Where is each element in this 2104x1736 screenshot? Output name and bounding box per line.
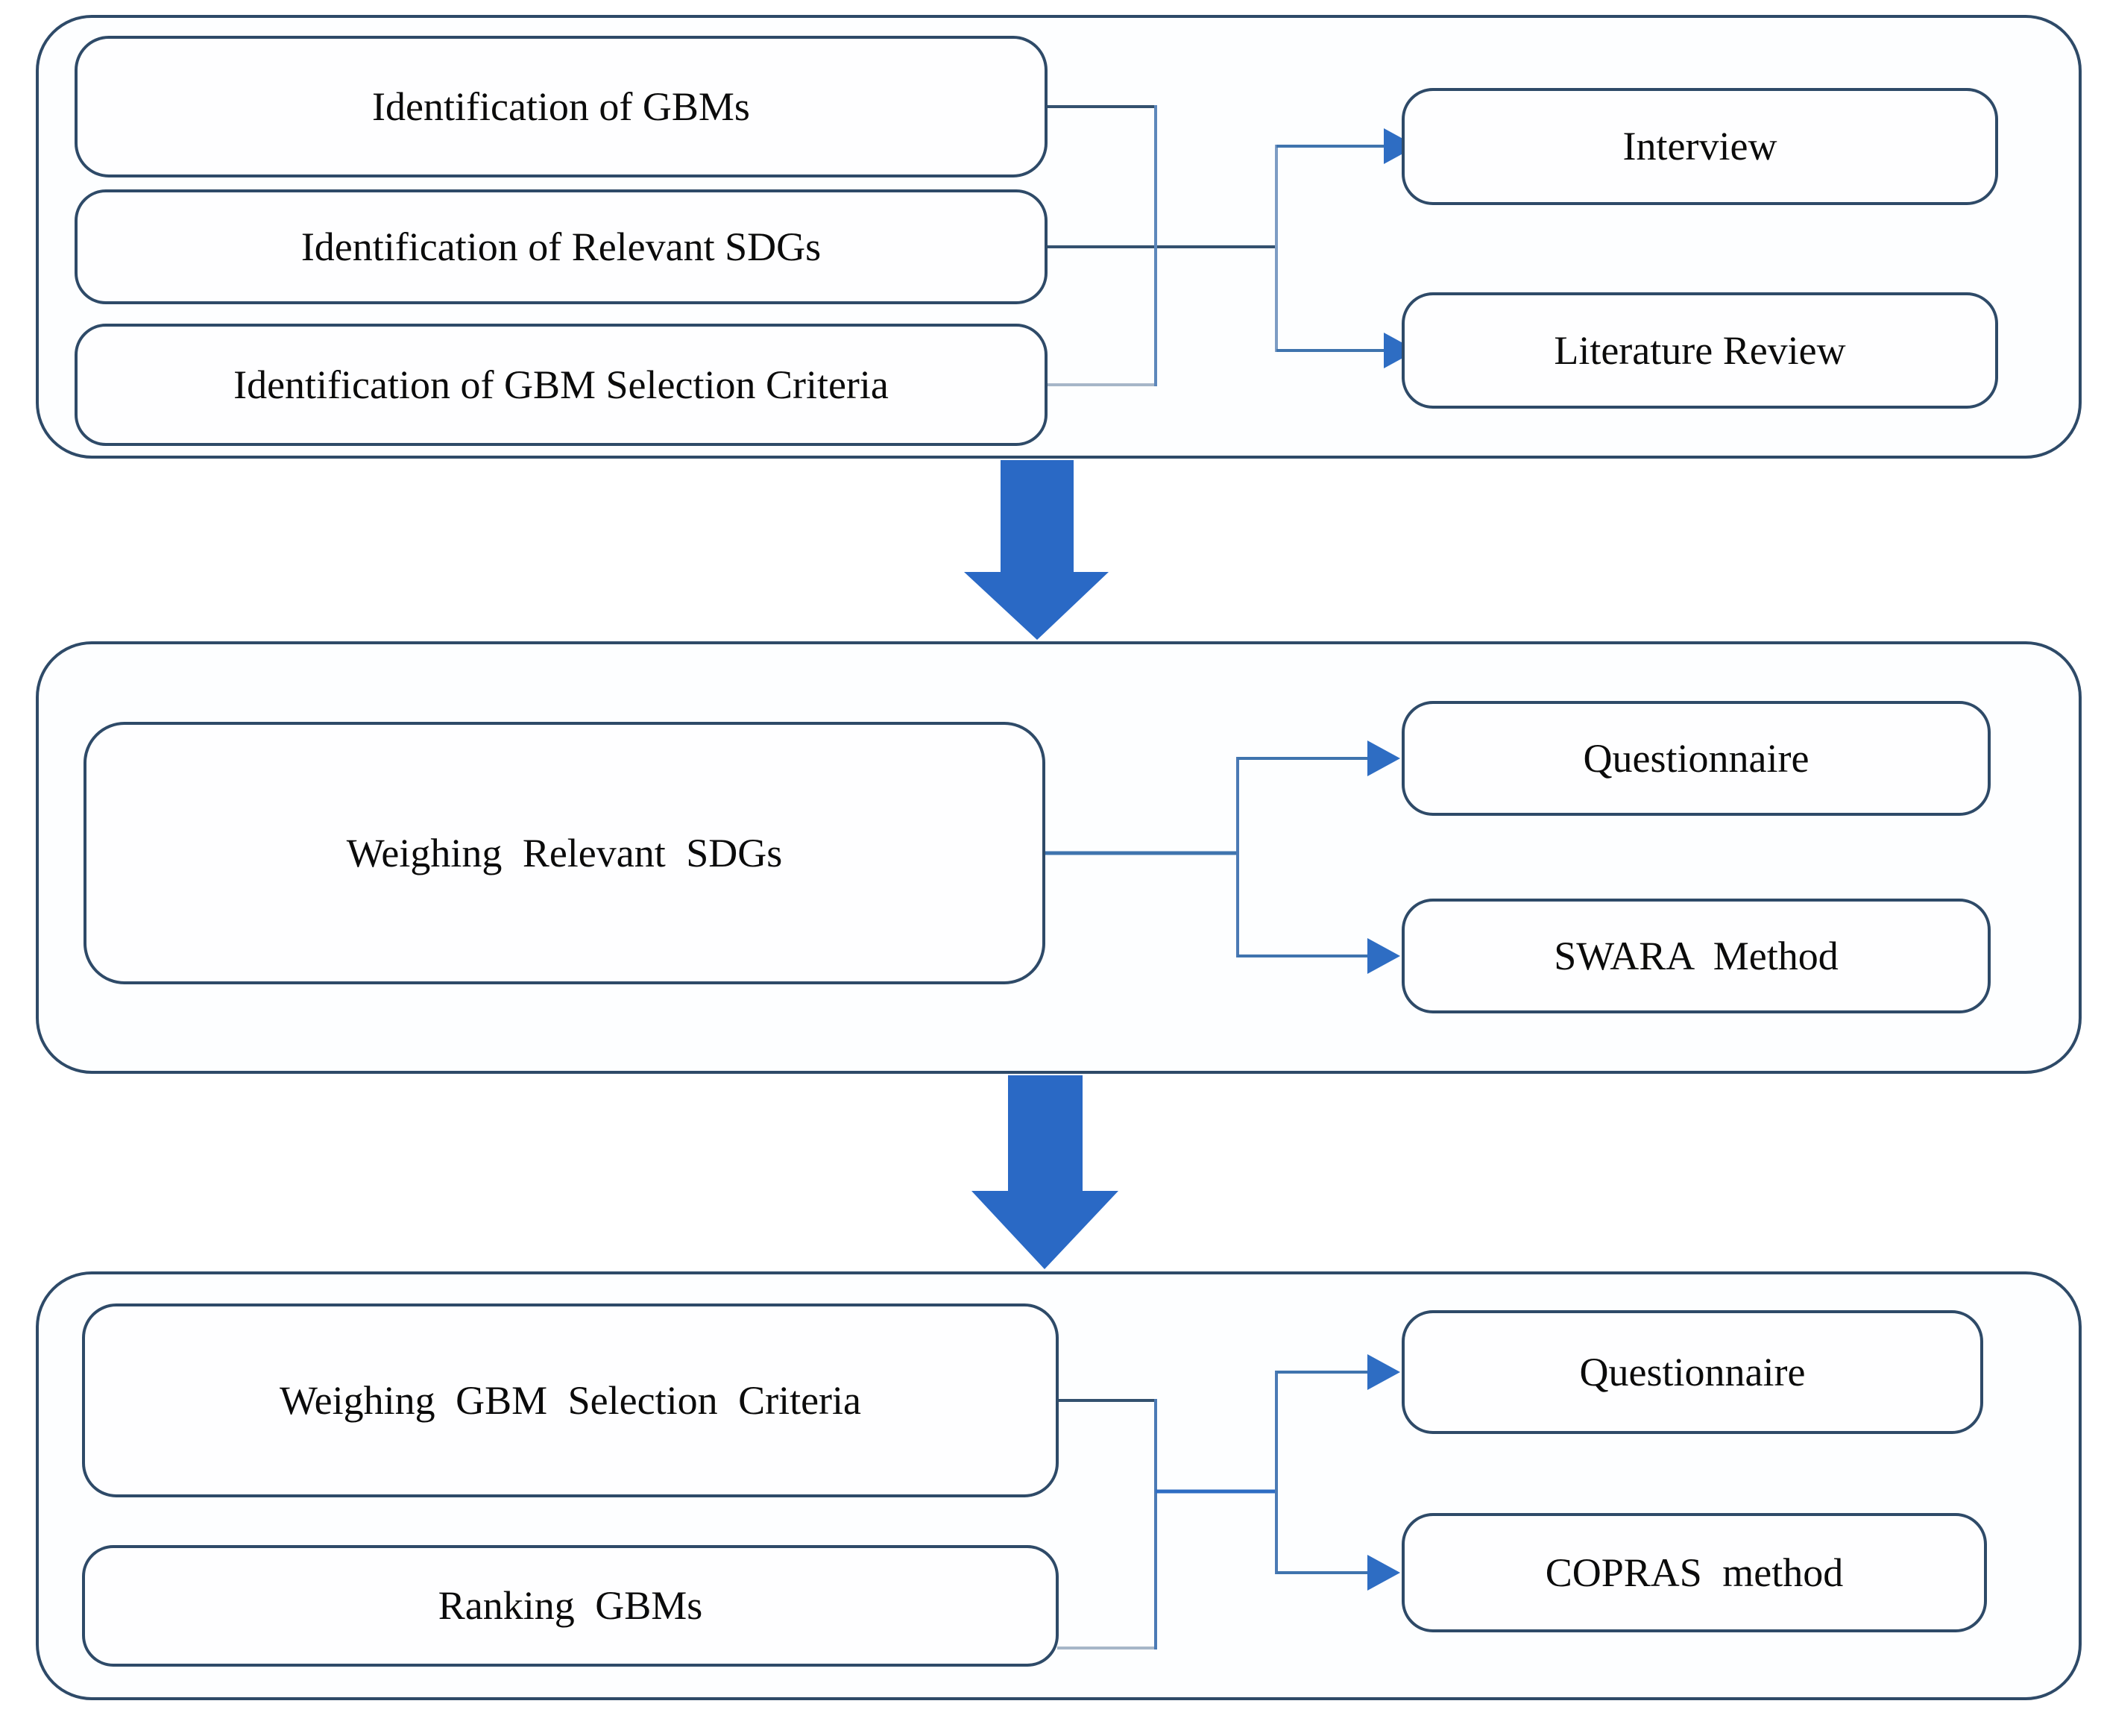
down-arrow-icon-2 (971, 1075, 1118, 1269)
box-identification-of-gbm-selection-criteria: Identification of GBM Selection Criteria (75, 324, 1048, 446)
box-weighing-relevant-sdgs: Weighing Relevant SDGs (84, 722, 1045, 984)
box-literature-review: Literature Review (1402, 292, 1998, 409)
box-questionnaire-sdgs: Questionnaire (1402, 701, 1991, 816)
box-weighing-gbm-selection-criteria: Weighing GBM Selection Criteria (82, 1303, 1059, 1497)
down-arrow-icon-1 (964, 460, 1109, 640)
box-questionnaire-criteria: Questionnaire (1402, 1310, 1983, 1434)
box-copras-method: COPRAS method (1402, 1513, 1987, 1632)
box-identification-of-relevant-sdgs: Identification of Relevant SDGs (75, 189, 1048, 304)
box-identification-of-gbms: Identification of GBMs (75, 36, 1048, 177)
box-swara-method: SWARA Method (1402, 899, 1991, 1013)
box-interview: Interview (1402, 88, 1998, 205)
box-ranking-gbms: Ranking GBMs (82, 1545, 1059, 1667)
